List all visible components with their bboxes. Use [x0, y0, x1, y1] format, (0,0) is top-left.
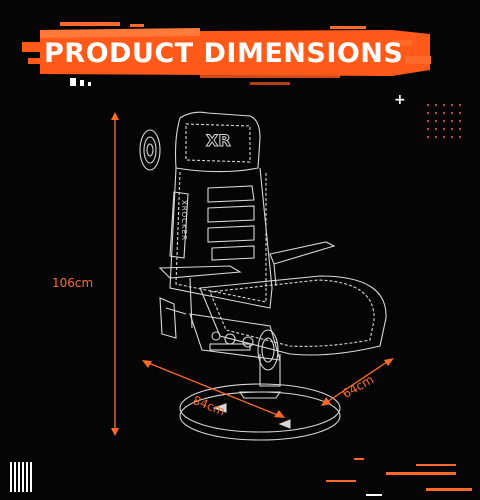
height-label: 106cm — [52, 276, 94, 290]
gaming-chair-illustration: XR XROCKER — [139, 111, 387, 441]
page-title: PRODUCT DIMENSIONS — [44, 38, 404, 69]
width-dimension-line — [321, 358, 394, 406]
stripes-decoration — [10, 462, 32, 492]
glitch-bars-decoration — [326, 458, 472, 496]
plus-icon: + — [394, 92, 406, 108]
title-banner-brush — [22, 22, 431, 86]
chair-side-text: XROCKER — [180, 200, 188, 241]
height-dimension-line — [111, 112, 119, 436]
depth-dimension-line — [142, 360, 285, 418]
chair-logo-mark: XR — [206, 131, 231, 150]
dot-grid-decoration — [427, 104, 461, 138]
